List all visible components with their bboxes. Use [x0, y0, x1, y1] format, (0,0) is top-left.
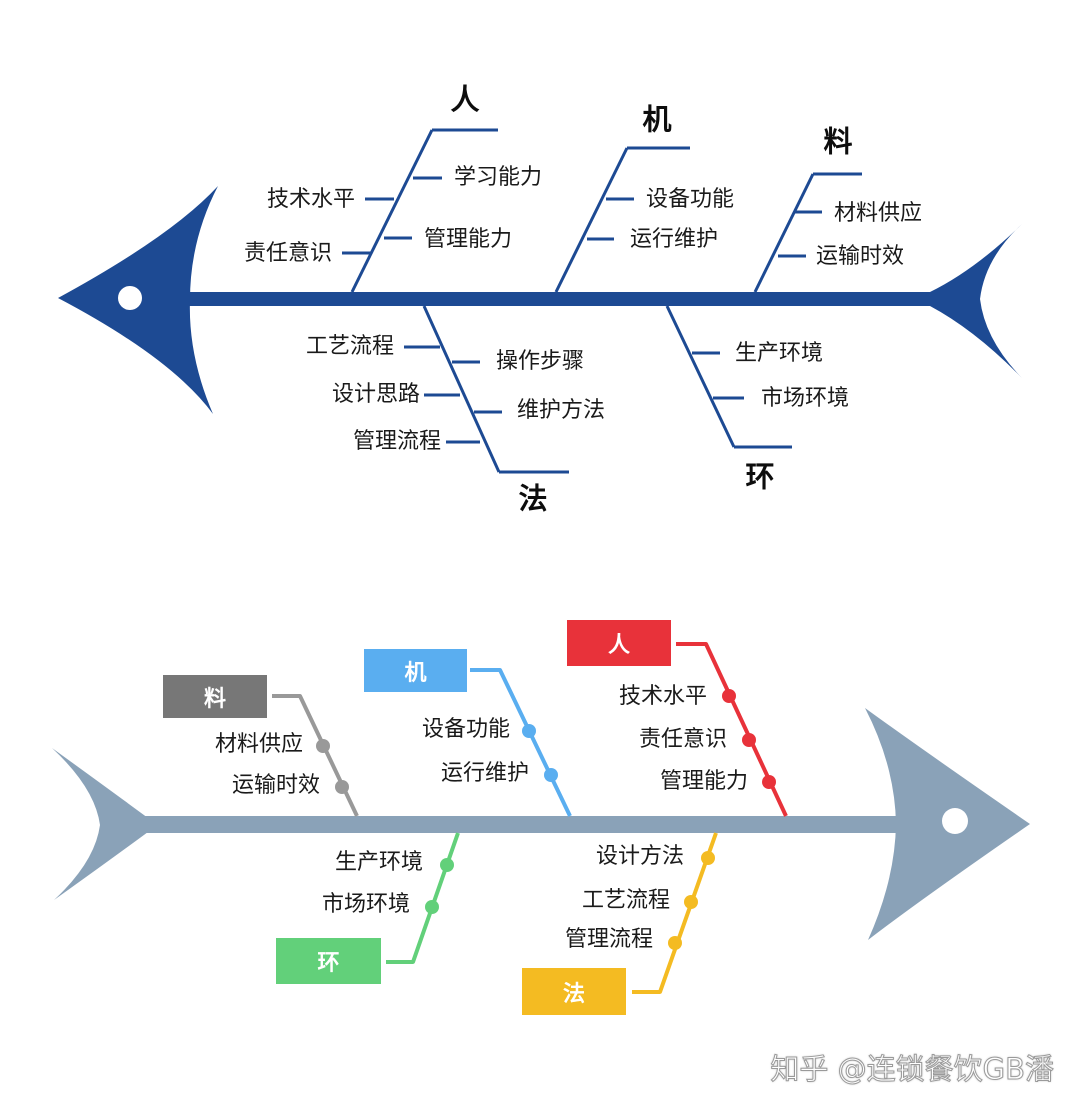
cause-item: 运输时效 — [231, 773, 320, 798]
cause-item: 学习能力 — [454, 165, 543, 190]
bone-fa — [632, 832, 718, 994]
bone-node — [722, 689, 736, 703]
cause-item: 生产环境 — [735, 341, 824, 366]
bone-node — [522, 724, 536, 738]
cause-item: 技术水平 — [266, 187, 355, 212]
bone-huan — [665, 305, 736, 448]
bone-node — [544, 768, 558, 782]
bone-ji — [554, 147, 629, 293]
fish-eye — [118, 286, 142, 310]
category-box-ji: 机 — [364, 649, 467, 692]
fish-spine — [140, 816, 900, 833]
category-box-huan: 环 — [276, 938, 381, 984]
fish-tail — [52, 748, 148, 900]
fish-tail — [930, 224, 1022, 378]
cause-item: 运输时效 — [816, 244, 905, 269]
category-label-huan: 环 — [745, 459, 775, 494]
category-label-liao: 料 — [823, 124, 853, 159]
category-box-ren: 人 — [567, 620, 671, 666]
cause-item: 工艺流程 — [305, 334, 394, 359]
category-label-fa: 法 — [518, 481, 548, 516]
category-box-fa: 法 — [522, 968, 626, 1015]
category-label-ren: 人 — [607, 633, 630, 658]
bone-node — [425, 900, 439, 914]
cause-item: 工艺流程 — [581, 888, 670, 913]
bone-liao — [272, 694, 359, 817]
bone-node — [684, 895, 698, 909]
bone-node — [440, 858, 454, 872]
cause-item: 设备功能 — [646, 187, 735, 212]
cause-item: 材料供应 — [214, 732, 303, 757]
cause-item: 责任意识 — [638, 727, 727, 752]
category-label-fa: 法 — [562, 981, 585, 1007]
category-label-liao: 料 — [203, 686, 226, 712]
cause-item: 设计方法 — [595, 844, 684, 869]
cause-item: 责任意识 — [243, 241, 332, 266]
cause-item: 维护方法 — [517, 398, 606, 423]
cause-item: 市场环境 — [761, 386, 850, 411]
fish-spine — [185, 292, 955, 306]
cause-item: 管理能力 — [424, 227, 513, 252]
cause-item: 材料供应 — [834, 201, 923, 226]
cause-item: 市场环境 — [321, 892, 410, 917]
bone-node — [316, 739, 330, 753]
cause-item: 设计思路 — [331, 382, 420, 407]
bone-node — [701, 851, 715, 865]
bone-fa — [422, 305, 501, 473]
cause-item: 管理流程 — [564, 927, 653, 952]
bone-ren — [350, 129, 434, 293]
bone-node — [335, 780, 349, 794]
cause-item: 管理能力 — [659, 769, 748, 794]
category-box-liao: 料 — [163, 675, 267, 718]
cause-item: 生产环境 — [334, 850, 423, 875]
category-label-ji: 机 — [404, 660, 427, 686]
category-label-huan: 环 — [317, 951, 340, 976]
bone-node — [762, 775, 776, 789]
cause-item: 运行维护 — [440, 761, 529, 786]
cause-item: 管理流程 — [352, 429, 441, 454]
watermark-text: 知乎 @连锁餐饮GB潘 — [770, 1052, 1055, 1087]
bone-liao — [753, 173, 815, 293]
bone-node — [742, 733, 756, 747]
fish-eye — [942, 808, 968, 834]
bone-ren — [676, 642, 788, 817]
cause-item: 操作步骤 — [496, 349, 585, 374]
cause-item: 技术水平 — [618, 684, 707, 709]
bone-node — [668, 936, 682, 950]
bone-huan — [386, 832, 460, 964]
category-label-ji: 机 — [642, 102, 672, 137]
cause-item: 运行维护 — [630, 227, 719, 252]
bone-ji — [470, 668, 572, 817]
cause-item: 设备功能 — [421, 717, 510, 742]
category-label-ren: 人 — [450, 82, 480, 117]
